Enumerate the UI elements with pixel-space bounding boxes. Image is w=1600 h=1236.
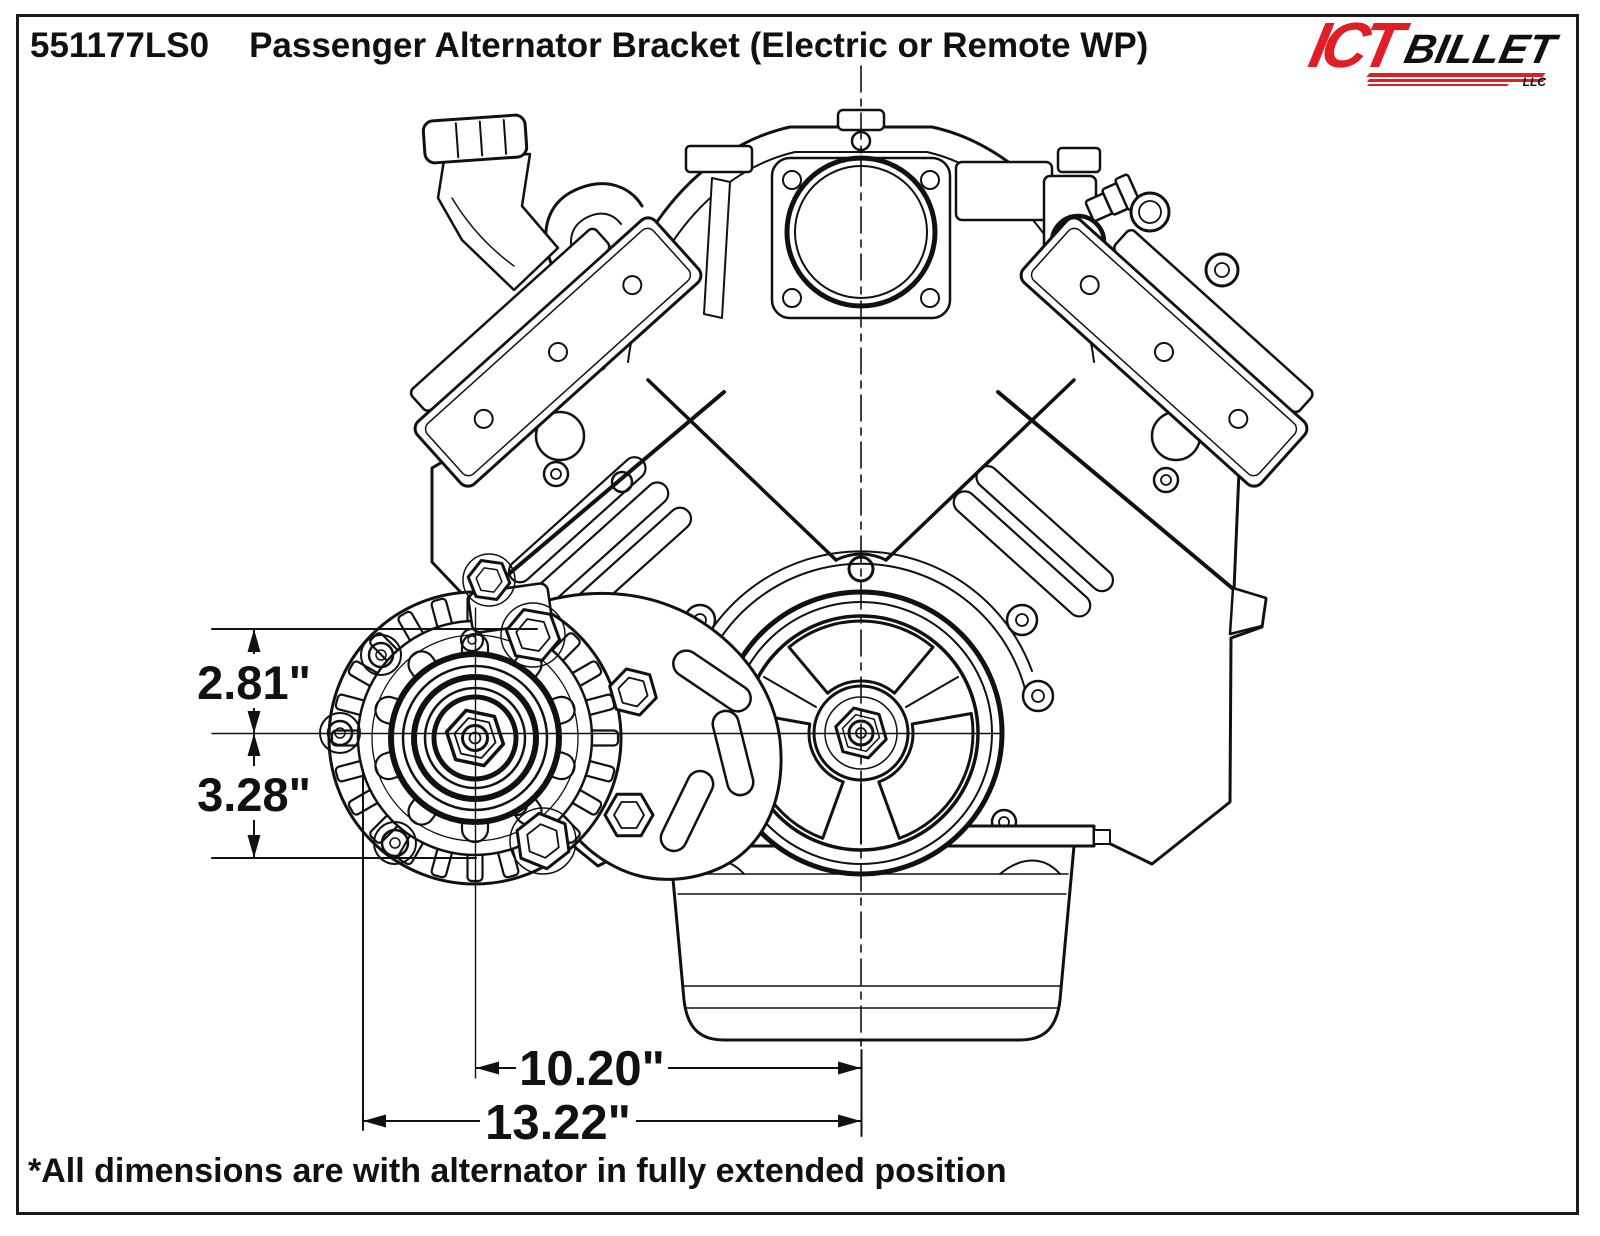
page-title: Passenger Alternator Bracket (Electric o… — [249, 26, 1149, 65]
footnote: *All dimensions are with alternator in f… — [28, 1152, 1007, 1190]
dimension-annotations: 2.81" 3.28" 10.20" 13.22" — [196, 628, 863, 1150]
logo-stripes: LLC — [1366, 73, 1546, 90]
dimension-label-13-22: 13.22" — [485, 1096, 631, 1150]
bracket-slot-bolts — [500, 602, 658, 875]
cast-pads-right — [952, 465, 1115, 618]
valve-cover-left — [409, 113, 703, 488]
bracket-top-bolt — [462, 553, 516, 607]
logo-llc-text: LLC — [1522, 75, 1546, 90]
part-number: 551177LS0 — [30, 26, 210, 65]
dimension-label-2-81: 2.81" — [197, 656, 311, 709]
centerlines — [211, 65, 1003, 1079]
ict-billet-logo: ICT BILLET LLC — [1304, 9, 1559, 90]
engine-mount-tab — [1228, 586, 1268, 636]
dimension-label-3-28: 3.28" — [197, 768, 311, 821]
oil-fill-neck — [436, 152, 560, 292]
title-block: 551177LS0 Passenger Alternator Bracket (E… — [30, 26, 1148, 66]
dimension-label-10-20: 10.20" — [519, 1042, 665, 1096]
page-border — [16, 14, 1579, 1215]
valve-cover-right — [1019, 173, 1314, 488]
oil-fill-cap — [421, 113, 529, 165]
